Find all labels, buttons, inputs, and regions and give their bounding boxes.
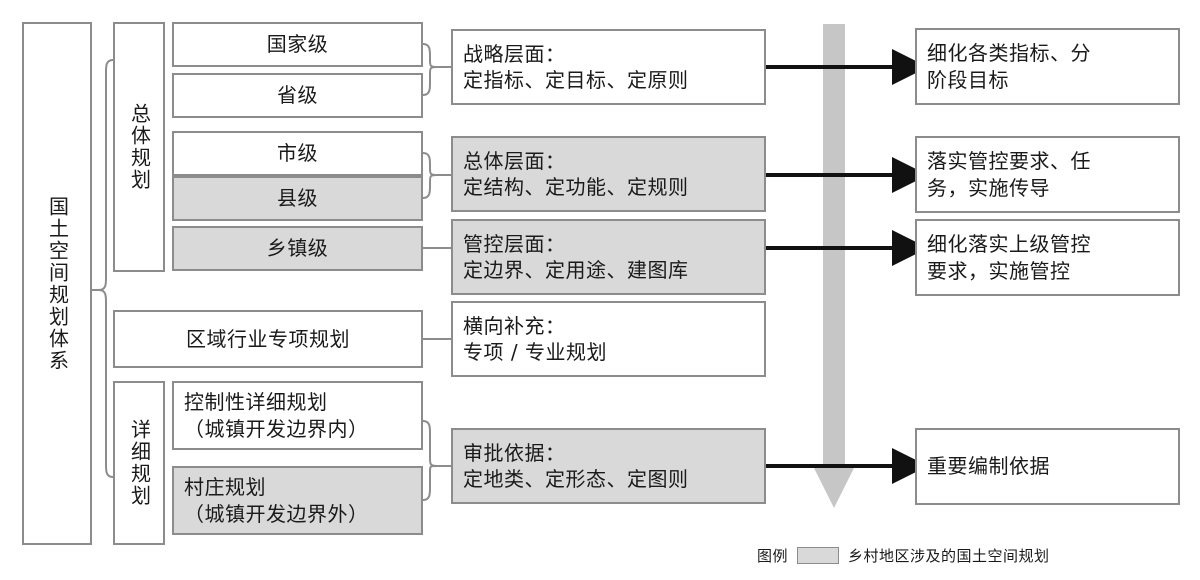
- outcome-implement-control-label: 落实管控要求、任 务，实施传导: [927, 149, 1091, 200]
- legend-description: 乡村地区涉及的国土空间规划: [848, 547, 1050, 565]
- level-township[interactable]: 乡镇级: [172, 226, 423, 271]
- regional-sector-plan[interactable]: 区域行业专项规划: [113, 310, 423, 368]
- legend-title: 图例: [757, 547, 789, 565]
- aspect-control-label: 管控层面： 定边界、定用途、建图库: [463, 231, 689, 282]
- aspect-strategic-label: 战略层面： 定指标、定目标、定原则: [463, 41, 689, 92]
- category-overall-planning[interactable]: 总体规划: [113, 22, 165, 272]
- legend-swatch-icon: [797, 547, 840, 564]
- category-detailed-planning-label: 详细规划: [127, 419, 152, 507]
- aspect-approval-label: 审批依据： 定地类、定形态、定图则: [463, 440, 689, 491]
- level-city[interactable]: 市级: [172, 131, 423, 176]
- detailed-plan-regulatory-label: 控制性详细规划 （城镇开发边界内）: [184, 390, 369, 441]
- level-national[interactable]: 国家级: [172, 22, 423, 67]
- detailed-plan-village-label: 村庄规划 （城镇开发边界外）: [184, 475, 369, 526]
- detailed-plan-regulatory[interactable]: 控制性详细规划 （城镇开发边界内）: [172, 381, 423, 450]
- level-county-label: 县级: [277, 186, 318, 211]
- aspect-overall-label: 总体层面： 定结构、定功能、定规则: [463, 148, 689, 199]
- detailed-plan-village[interactable]: 村庄规划 （城镇开发边界外）: [172, 466, 423, 535]
- level-township-label: 乡镇级: [266, 236, 329, 261]
- regional-sector-plan-label: 区域行业专项规划: [186, 326, 350, 351]
- category-detailed-planning[interactable]: 详细规划: [113, 381, 165, 545]
- level-national-label: 国家级: [266, 32, 329, 57]
- outcome-implement-control[interactable]: 落实管控要求、任 务，实施传导: [915, 136, 1180, 213]
- outcome-refine-indicators[interactable]: 细化各类指标、分 阶段目标: [915, 28, 1180, 105]
- level-provincial-label: 省级: [277, 83, 318, 108]
- level-city-label: 市级: [277, 141, 318, 166]
- root-label: 国土空间规划体系: [45, 195, 70, 372]
- aspect-horizontal[interactable]: 横向补充： 专项 / 专业规划: [451, 301, 766, 377]
- root-node[interactable]: 国土空间规划体系: [22, 22, 92, 545]
- outcome-refine-indicators-label: 细化各类指标、分 阶段目标: [927, 41, 1091, 92]
- category-overall-planning-label: 总体规划: [127, 103, 152, 191]
- aspect-horizontal-label: 横向补充： 专项 / 专业规划: [463, 313, 607, 364]
- outcome-key-basis[interactable]: 重要编制依据: [915, 428, 1180, 505]
- level-county[interactable]: 县级: [172, 176, 423, 221]
- outcome-key-basis-label: 重要编制依据: [927, 454, 1050, 479]
- aspect-approval[interactable]: 审批依据： 定地类、定形态、定图则: [451, 428, 766, 504]
- aspect-overall[interactable]: 总体层面： 定结构、定功能、定规则: [451, 136, 766, 212]
- downward-flow-arrow: [812, 24, 856, 508]
- outcome-refine-control-label: 细化落实上级管控 要求，实施管控: [927, 232, 1091, 283]
- legend: 图例 乡村地区涉及的国土空间规划: [757, 545, 1050, 566]
- aspect-strategic[interactable]: 战略层面： 定指标、定目标、定原则: [451, 29, 766, 105]
- level-provincial[interactable]: 省级: [172, 73, 423, 118]
- outcome-refine-control[interactable]: 细化落实上级管控 要求，实施管控: [915, 219, 1180, 296]
- aspect-control[interactable]: 管控层面： 定边界、定用途、建图库: [451, 219, 766, 295]
